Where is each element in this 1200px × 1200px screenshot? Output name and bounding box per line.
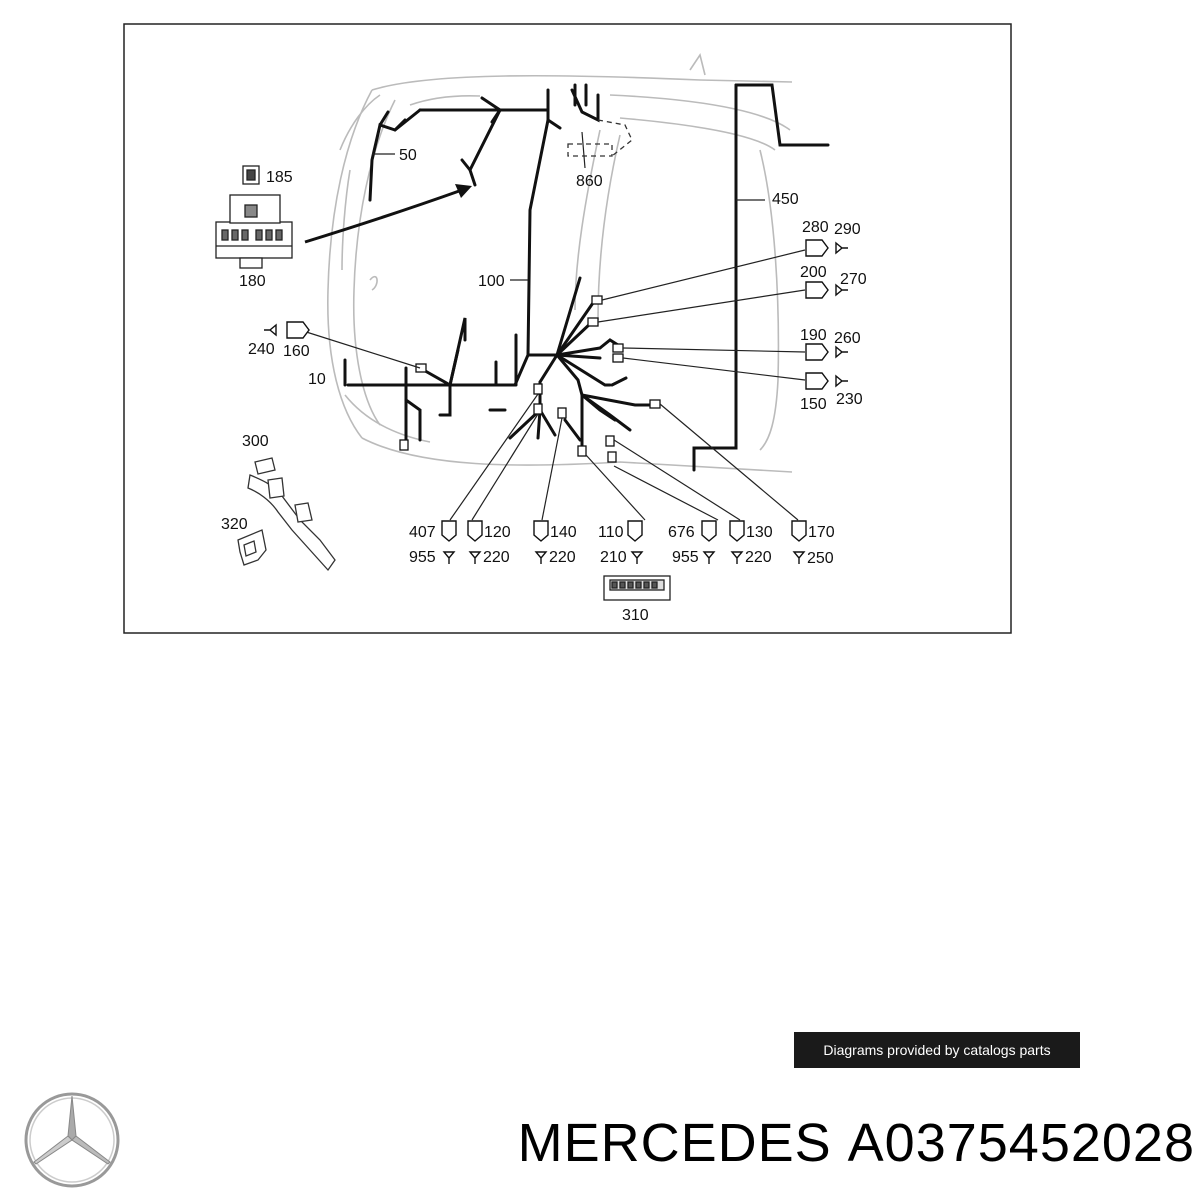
dashed-outline-860	[567, 119, 633, 157]
label-320: 320	[221, 516, 248, 533]
label-407: 407	[409, 524, 436, 541]
part-number: A0375452028	[847, 1113, 1195, 1173]
label-10: 10	[308, 371, 326, 388]
label-270: 270	[840, 271, 867, 288]
part-320-bracket	[237, 529, 267, 566]
label-180: 180	[239, 273, 266, 290]
label-260: 260	[834, 330, 861, 347]
connector-symbols	[264, 239, 848, 564]
label-220-b: 220	[549, 549, 576, 566]
pointer-arrow	[304, 188, 463, 244]
diagram-caption: Diagrams provided by catalogs parts	[794, 1032, 1080, 1068]
harness-connectors	[399, 295, 661, 463]
wiring-harness	[343, 83, 830, 472]
label-100: 100	[478, 273, 505, 290]
part-title: MERCEDES A0375452028	[405, 1108, 1195, 1178]
connector-310	[603, 575, 671, 601]
leader-lines	[299, 131, 806, 521]
label-676: 676	[668, 524, 695, 541]
part-300-duct	[247, 457, 336, 572]
label-160: 160	[283, 343, 310, 360]
label-120: 120	[484, 524, 511, 541]
arrowhead-icon	[455, 184, 472, 198]
label-140: 140	[550, 524, 577, 541]
label-220-c: 220	[745, 549, 772, 566]
label-170: 170	[808, 524, 835, 541]
label-210: 210	[600, 549, 627, 566]
mercedes-star-icon	[24, 1092, 120, 1188]
label-230: 230	[836, 391, 863, 408]
label-200: 200	[800, 264, 827, 281]
label-310: 310	[622, 607, 649, 624]
label-450: 450	[772, 191, 799, 208]
label-220-a: 220	[483, 549, 510, 566]
brand-name: MERCEDES	[517, 1113, 832, 1173]
label-185: 185	[266, 169, 293, 186]
label-955-b: 955	[672, 549, 699, 566]
label-860: 860	[576, 173, 603, 190]
label-110: 110	[598, 524, 624, 541]
label-50: 50	[399, 147, 417, 164]
label-290: 290	[834, 221, 861, 238]
label-130: 130	[746, 524, 773, 541]
label-240: 240	[248, 341, 275, 358]
fuse-box-180	[215, 165, 293, 269]
car-body-outline	[327, 53, 793, 473]
label-190: 190	[800, 327, 827, 344]
label-280: 280	[802, 219, 829, 236]
label-250: 250	[807, 550, 834, 567]
label-955-a: 955	[409, 549, 436, 566]
label-300: 300	[242, 433, 269, 450]
label-150: 150	[800, 396, 827, 413]
part-labels: 10 50 100 180 185 450 860 280 290 200 27…	[221, 147, 867, 624]
